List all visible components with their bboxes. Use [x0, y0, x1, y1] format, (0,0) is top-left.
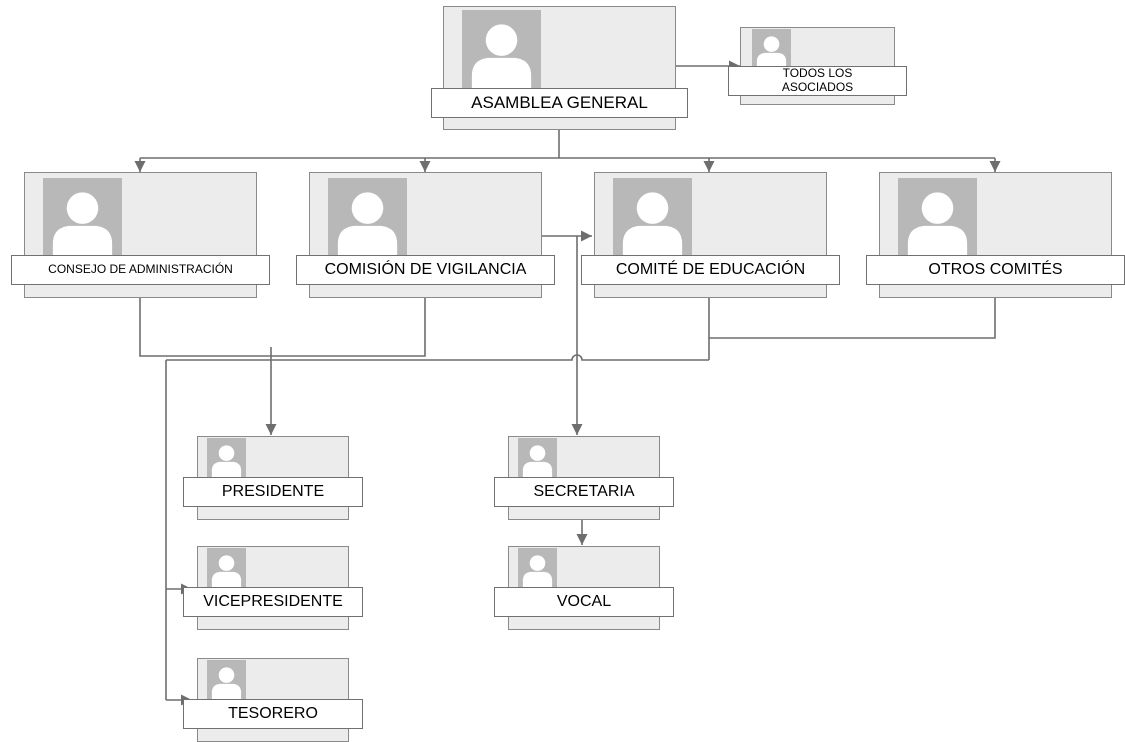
- connector-consejo-merge: [139, 298, 426, 357]
- label-todos-los-asociados: TODOS LOS ASOCIADOS: [728, 66, 907, 96]
- person-icon: [328, 178, 407, 258]
- label-otros-comites: OTROS COMITÉS: [866, 255, 1125, 285]
- person-icon: [518, 438, 557, 478]
- label-vicepresidente: VICEPRESIDENTE: [183, 587, 363, 617]
- label-consejo-de-administracion: CONSEJO DE ADMINISTRACIÓN: [11, 255, 270, 285]
- person-icon: [518, 548, 557, 588]
- connector-educacion-otros-merge: [708, 298, 996, 339]
- label-comite-de-educacion: COMITÉ DE EDUCACIÓN: [581, 255, 840, 285]
- person-icon: [207, 548, 246, 588]
- label-tesorero: TESORERO: [183, 699, 363, 729]
- person-icon: [898, 178, 977, 258]
- person-icon: [613, 178, 692, 258]
- label-secretaria: SECRETARIA: [494, 477, 674, 507]
- label-comision-de-vigilancia: COMISIÓN DE VIGILANCIA: [296, 255, 555, 285]
- person-icon: [207, 438, 246, 478]
- label-vocal: VOCAL: [494, 587, 674, 617]
- label-asamblea-general: ASAMBLEA GENERAL: [431, 88, 688, 118]
- person-icon: [43, 178, 122, 258]
- person-icon: [752, 29, 791, 69]
- person-icon: [207, 660, 246, 700]
- label-presidente: PRESIDENTE: [183, 477, 363, 507]
- person-icon: [462, 10, 541, 90]
